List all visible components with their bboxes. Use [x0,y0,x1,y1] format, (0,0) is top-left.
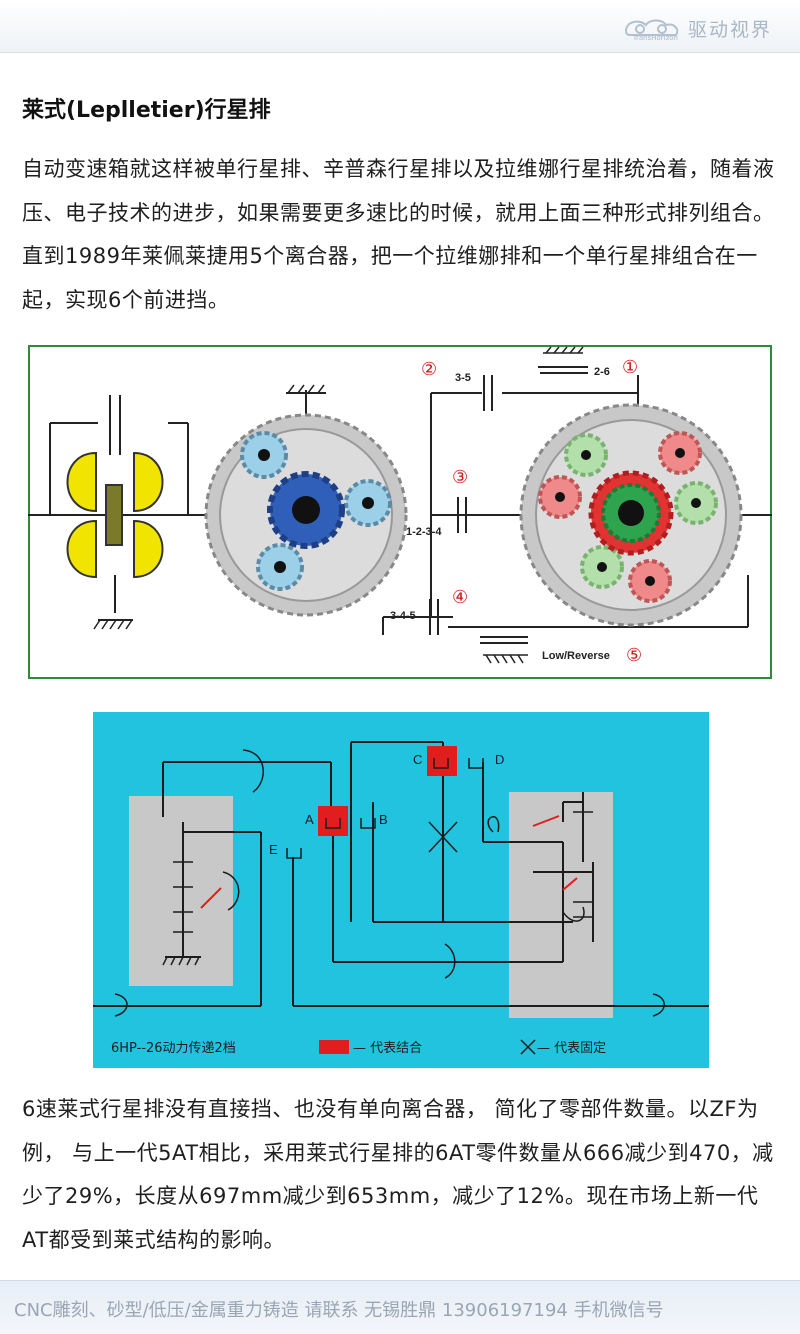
marker-2: ② [421,359,437,380]
paragraph-1: 自动变速箱就这样被单行星排、辛普森行星排以及拉维娜行星排统治着，随着液压、电子技… [22,157,775,312]
clutch-label-a: A [305,812,314,827]
article-title: 莱式(Leplletier)行星排 [22,98,271,123]
brand-logo-icon [624,19,679,36]
footer-contact: CNC雕刻、砂型/低压/金属重力铸造 请联系 无锡胜鼎 13906197194 … [14,1300,664,1321]
legend-fixed: — 代表固定 [537,1041,606,1056]
brand-name: 驱动视界 [687,18,772,41]
top-bar: 驱动视界 TransHorizon [0,0,800,53]
marker-1: ① [622,357,638,378]
clutch-label-b: B [379,812,388,827]
clutch-label-3-4-5: 3-4-5 [390,610,416,622]
brand: 驱动视界 [622,10,772,46]
clutch-label-3-5: 3-5 [455,372,471,384]
figure2-caption: 6HP--26动力传递2档 [111,1041,236,1056]
torque-converter [66,451,164,630]
clutch-label-c: C [413,752,422,767]
legend-engaged: — 代表结合 [353,1041,422,1056]
brake-label-2-6: 2-6 [594,366,610,378]
footer-bar: CNC雕刻、砂型/低压/金属重力铸造 请联系 无锡胜鼎 13906197194 … [0,1280,800,1334]
single-planetary-set [204,392,408,617]
marker-3: ③ [452,467,468,488]
power-flow-figure: A B C D E 6HP--26动力传递2档 — 代表结合 — 代表固定 [93,712,709,1068]
marker-4: ④ [452,587,468,608]
paragraph-2: 6速莱式行星排没有直接挡、也没有单向离合器， 简化了零部件数量。以ZF为例， 与… [22,1097,774,1252]
ravigneaux-planetary-set [519,403,743,627]
clutch-label-d: D [495,752,504,767]
legend-engaged-swatch [319,1040,349,1054]
clutch-label-e: E [269,842,278,857]
clutch-a-engaged [318,806,348,836]
marker-5: ⑤ [626,645,642,666]
lepelletier-schematic-figure: 3-5 2-6 1-2-3-4 3-4-5 Low/Reverse ② ① ③ … [28,345,772,679]
clutch-c-engaged [427,746,457,776]
brand-english: TransHorizon [632,34,678,42]
clutch-label-1-2-3-4: 1-2-3-4 [406,526,442,538]
brake-label-low-reverse: Low/Reverse [542,650,610,662]
